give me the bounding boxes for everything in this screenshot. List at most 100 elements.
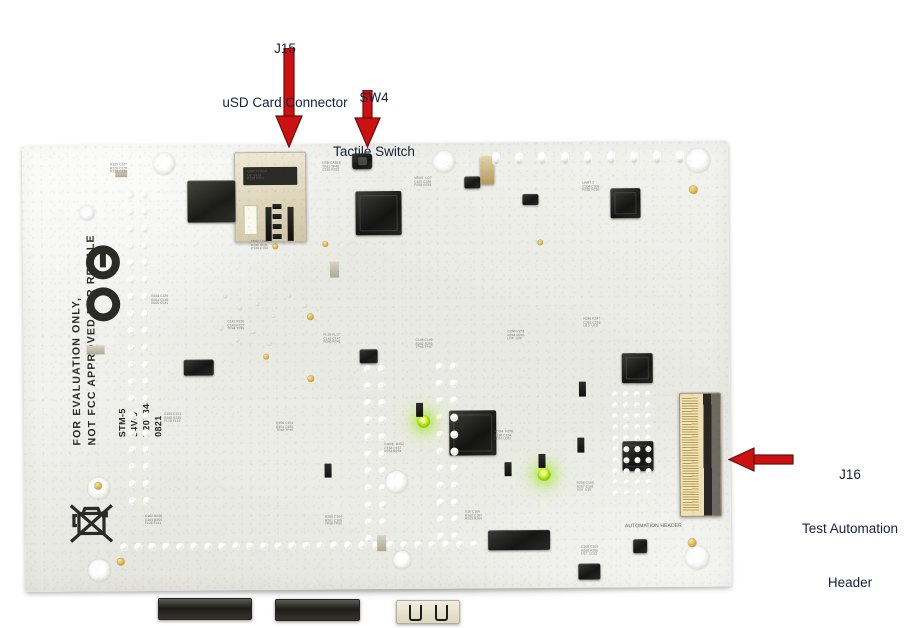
pin: [436, 430, 445, 439]
mounting-hole: [153, 152, 176, 175]
pin: [140, 208, 149, 217]
pad: [607, 151, 616, 165]
pin: [437, 532, 446, 541]
callout-label-j16: J16 Test Automation Header: [795, 430, 905, 628]
callout-label-sw4: SW4 Tactile Switch: [309, 53, 439, 197]
pin: [623, 424, 630, 431]
pin: [612, 413, 619, 420]
pin: [126, 191, 135, 200]
resistor: [272, 233, 282, 240]
via: [238, 306, 243, 311]
pin: [127, 293, 136, 302]
pin: [386, 541, 395, 550]
test-automation-header-j16: [678, 392, 722, 517]
soic-chip-bottom: [488, 529, 551, 551]
pin: [378, 518, 387, 527]
pin: [623, 413, 630, 420]
pin: [611, 391, 618, 398]
pin: [363, 382, 372, 391]
pin: [633, 391, 640, 398]
pin: [436, 447, 445, 456]
pin: [140, 242, 149, 251]
test-point: [117, 558, 125, 566]
via: [255, 302, 260, 307]
mounting-hole: [88, 559, 111, 582]
pad: [492, 152, 501, 166]
via: [271, 314, 276, 319]
via: [223, 294, 228, 299]
pin: [456, 540, 465, 549]
pin: [142, 480, 151, 489]
silkscreen-cluster: R223 C139 R224 C140 R225 C141: [151, 293, 169, 306]
usd-contact: [265, 207, 272, 242]
usd-card-connector-j15: [234, 151, 307, 243]
resistor: [577, 437, 585, 453]
pin: [142, 429, 151, 438]
automation-header-silk: AUTOMATION HEADER: [624, 522, 682, 530]
pad: [561, 151, 570, 165]
capacitor: [86, 345, 105, 355]
pcb-solder-mask: FOR EVALUATION ONLY, NOT FCC APPROVED FO…: [22, 140, 732, 592]
pin: [344, 541, 353, 550]
silkscreen-cluster: FL15 FL17 C146 C147 R240 R241: [323, 332, 341, 344]
silkscreen-cluster: QSPI FLASH U9 C132 R228 R229: [247, 169, 268, 181]
pin: [644, 391, 651, 398]
resistor: [538, 453, 546, 468]
pin: [358, 541, 367, 550]
pin: [645, 435, 652, 442]
pin: [449, 396, 459, 405]
pin: [436, 481, 445, 490]
pin: [142, 412, 151, 421]
pin: [428, 540, 437, 549]
callout-code-j15: J15: [274, 41, 296, 56]
pin: [435, 396, 445, 405]
pin: [141, 395, 151, 404]
pin: [162, 542, 171, 551]
pin: [364, 484, 373, 493]
resistor: [578, 381, 586, 397]
pin: [364, 518, 373, 527]
pin: [645, 479, 652, 486]
pin: [623, 457, 630, 464]
pin: [414, 540, 423, 549]
ce-mark-icon: [83, 239, 129, 325]
usb-contact: [435, 605, 448, 621]
pin: [134, 543, 143, 552]
resistor: [416, 402, 424, 417]
ic-chip-upper-right: [610, 188, 641, 219]
arrow-to-sw4: [352, 90, 384, 148]
pin: [634, 457, 641, 464]
callout-desc-j15: uSD Card Connector: [222, 95, 348, 110]
pin: [126, 208, 135, 217]
flash-chip: [187, 180, 236, 223]
pcb-board: FOR EVALUATION ONLY, NOT FCC APPROVED FO…: [22, 140, 732, 592]
pin: [623, 402, 630, 409]
mcu-chip-top: [355, 191, 402, 236]
pin: [288, 541, 297, 550]
pin: [127, 276, 136, 285]
pin: [141, 361, 150, 370]
edge-connector-middle: [275, 599, 360, 621]
resistor: [272, 203, 282, 210]
via: [219, 326, 224, 331]
pin: [436, 515, 445, 524]
pin: [127, 378, 136, 387]
pin: [612, 479, 619, 486]
pin: [246, 542, 255, 551]
pin: [126, 225, 135, 234]
pin: [363, 365, 372, 374]
pin: [364, 399, 373, 408]
pin: [623, 479, 630, 486]
via: [267, 342, 272, 347]
silkscreen-cluster: UART 2 C204 C205 R235 R236: [582, 180, 600, 192]
soic-chip-left: [183, 359, 214, 376]
edge-connector-left: [158, 598, 252, 620]
pin: [218, 542, 227, 551]
pin: [623, 446, 630, 453]
sot-chip-a: [522, 193, 539, 206]
pin: [645, 413, 652, 420]
pin: [449, 379, 458, 388]
pin: [128, 412, 137, 421]
pin: [378, 433, 387, 442]
j16-contacts: [681, 397, 699, 512]
